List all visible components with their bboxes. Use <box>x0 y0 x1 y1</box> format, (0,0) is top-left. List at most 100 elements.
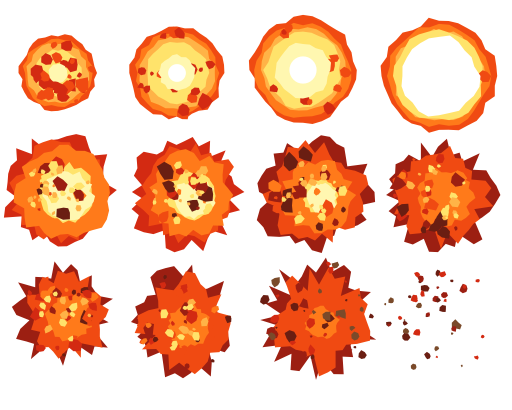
fire-speck <box>43 87 55 101</box>
fire-speck <box>307 98 313 106</box>
ember-speck <box>317 212 326 221</box>
debris-chunk <box>359 306 364 312</box>
debris-chunk <box>158 309 161 312</box>
ember-speck <box>87 313 92 318</box>
debris-chunk <box>211 306 220 314</box>
ember-speck <box>80 297 89 306</box>
debris-chunk <box>162 180 176 193</box>
debris-chunk <box>209 323 215 330</box>
frame-burst-hot <box>3 134 117 247</box>
ember-speck <box>300 180 308 187</box>
ember-speck <box>56 165 64 175</box>
fireball-hotspot <box>289 56 317 84</box>
ember-speck <box>453 213 459 219</box>
debris-chunk <box>313 187 321 196</box>
debris-chunk <box>76 292 81 297</box>
fire-speck <box>76 72 82 78</box>
debris-chunk <box>201 308 209 315</box>
debris-chunk <box>267 332 276 341</box>
debris-chunk <box>171 213 177 218</box>
debris-chunk <box>210 359 215 363</box>
ember-speck <box>53 215 57 219</box>
ember-speck <box>39 311 45 318</box>
debris-chunk <box>68 295 73 301</box>
debris-chunk <box>49 306 56 315</box>
ember-speck <box>176 334 185 340</box>
debris-chunk <box>98 297 101 300</box>
debris-chunk <box>159 319 171 328</box>
ember-speck <box>187 330 195 337</box>
debris-chunk <box>389 175 407 191</box>
debris-chunk <box>183 319 187 324</box>
ember-speck <box>444 204 450 211</box>
fire-speck <box>197 92 214 110</box>
debris-chunk <box>176 188 182 196</box>
ember-speck <box>37 198 42 202</box>
ember-speck <box>338 185 348 196</box>
debris-chunk <box>71 289 76 295</box>
debris-chunk <box>473 355 479 360</box>
ember-speck <box>50 172 55 176</box>
ember-speck <box>194 179 200 184</box>
fire-speck <box>198 67 203 72</box>
debris-chunk <box>396 203 409 217</box>
debris-chunk <box>435 355 438 359</box>
debris-chunk <box>387 323 392 327</box>
fire-speck <box>143 85 151 94</box>
debris-chunk <box>37 208 41 211</box>
ember-speck <box>59 310 69 319</box>
ember-speck <box>178 198 182 203</box>
frame-debris-trace <box>384 269 485 370</box>
ember-speck <box>163 199 168 203</box>
ember-speck <box>62 320 67 326</box>
fire-speck <box>177 103 190 117</box>
ember-speck <box>68 302 78 312</box>
debris-chunk <box>270 314 280 324</box>
debris-chunk <box>279 197 293 213</box>
debris-chunk <box>358 350 367 359</box>
debris-chunk <box>29 307 45 321</box>
ember-speck <box>43 295 52 303</box>
fireball-hotspot <box>419 56 459 96</box>
debris-chunk <box>301 351 307 357</box>
ember-speck <box>173 161 182 170</box>
debris-chunk <box>308 344 316 356</box>
ember-speck <box>27 196 34 203</box>
debris-chunk <box>275 326 278 329</box>
debris-chunk <box>345 299 348 302</box>
ember-speck <box>152 200 157 205</box>
frame-debris-scattering <box>131 264 232 379</box>
fireball-core <box>48 63 68 83</box>
ember-speck <box>75 205 82 212</box>
debris-chunk <box>163 274 167 280</box>
ember-speck <box>30 201 36 208</box>
debris-chunk <box>224 315 232 324</box>
ember-speck <box>44 324 53 334</box>
debris-chunk <box>159 282 167 289</box>
debris-chunk <box>414 271 420 278</box>
ember-speck <box>321 165 327 172</box>
fire-speck <box>51 52 63 64</box>
debris-chunk <box>290 340 296 346</box>
fire-speck <box>159 33 167 39</box>
debris-chunk <box>332 218 339 227</box>
debris-chunk <box>272 203 282 214</box>
fire-speck <box>41 53 53 65</box>
ember-speck <box>85 180 90 185</box>
debris-chunk <box>299 298 309 309</box>
debris-chunk <box>306 318 315 329</box>
debris-chunk <box>349 325 356 331</box>
ember-speck <box>319 204 324 210</box>
ember-speck <box>200 173 204 178</box>
debris-chunk <box>435 269 441 277</box>
debris-chunk <box>315 222 323 231</box>
ember-speck <box>169 345 177 351</box>
debris-chunk <box>180 284 188 292</box>
fire-speck <box>87 65 96 73</box>
ember-speck <box>183 179 190 185</box>
debris-chunk <box>283 151 299 172</box>
ember-speck <box>73 182 85 190</box>
debris-chunk <box>425 312 430 317</box>
debris-chunk <box>443 298 447 303</box>
